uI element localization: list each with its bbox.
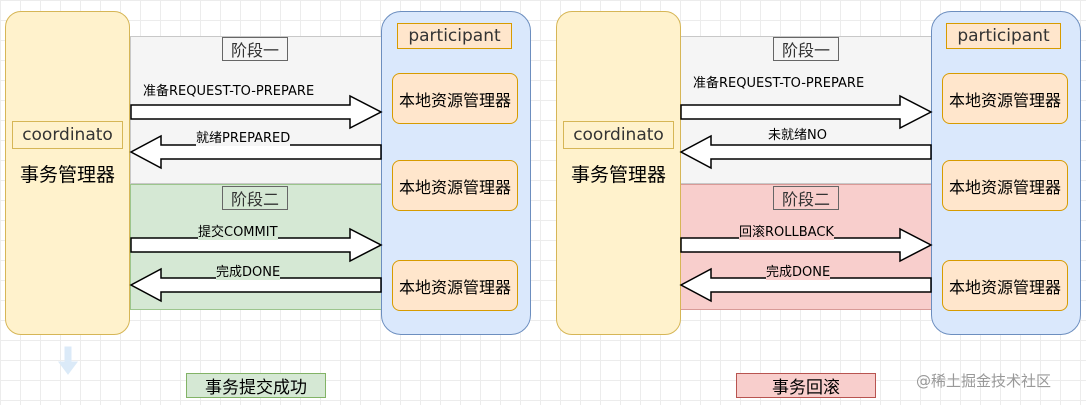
right-not-ready-arrow	[679, 134, 932, 170]
left-coordinator-label: coordinato	[12, 121, 123, 149]
right-coordinator-label: coordinato	[563, 121, 674, 149]
right-resource-manager-1: 本地资源管理器	[942, 73, 1068, 124]
right-resource-manager-2: 本地资源管理器	[942, 160, 1068, 211]
right-phase1-label: 阶段一	[773, 37, 839, 61]
right-coordinator-title: 事务管理器	[570, 164, 666, 186]
left-prepare-arrow	[130, 94, 383, 130]
right-rollback-label: 回滚ROLLBACK	[739, 221, 834, 240]
left-resource-manager-3: 本地资源管理器	[392, 260, 518, 311]
left-coordinator	[5, 11, 130, 335]
right-result-label: 事务回滚	[736, 373, 876, 398]
right-participant-label: participant	[946, 23, 1061, 49]
left-resource-manager-1: 本地资源管理器	[392, 73, 518, 124]
watermark: @稀土掘金技术社区	[916, 372, 1052, 390]
right-coordinator	[556, 11, 681, 335]
left-result-label: 事务提交成功	[186, 373, 326, 398]
left-done-arrow	[129, 267, 382, 303]
right-resource-manager-3: 本地资源管理器	[942, 260, 1068, 311]
left-participant-label: participant	[397, 23, 512, 49]
left-phase1-label: 阶段一	[222, 37, 288, 61]
left-phase2-label: 阶段二	[222, 186, 288, 210]
right-done-label: 完成DONE	[766, 261, 831, 280]
right-not-ready-label: 未就绪NO	[768, 124, 827, 143]
left-commit-arrow	[130, 227, 383, 263]
right-prepare-arrow	[680, 94, 933, 130]
right-rollback-arrow	[680, 227, 933, 263]
left-prepare-label: 准备REQUEST-TO-PREPARE	[143, 84, 315, 99]
left-resource-manager-2: 本地资源管理器	[392, 160, 518, 211]
right-done-arrow	[679, 267, 932, 303]
left-prepared-label: 就绪PREPARED	[196, 127, 291, 146]
left-done-label: 完成DONE	[216, 261, 281, 280]
left-commit-label: 提交COMMIT	[198, 221, 278, 240]
down-arrow-icon	[58, 346, 78, 375]
left-coordinator-title: 事务管理器	[19, 164, 115, 186]
right-phase2-label: 阶段二	[773, 186, 839, 210]
left-prepared-arrow	[129, 134, 382, 170]
right-prepare-label: 准备REQUEST-TO-PREPARE	[693, 76, 865, 91]
